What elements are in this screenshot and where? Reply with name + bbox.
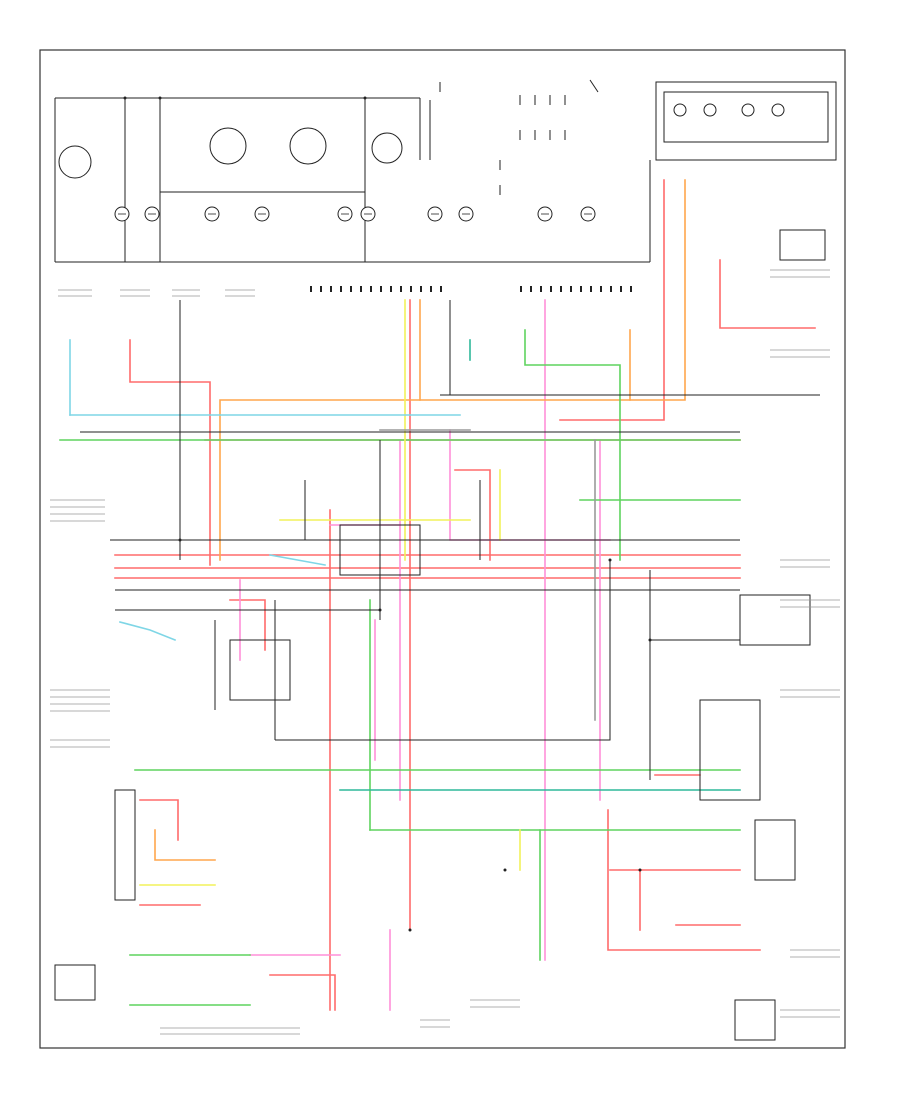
- wire-harness: [59, 179, 816, 1011]
- cluster-indicator-lamps: [114, 206, 596, 222]
- lamp-module-box: [655, 81, 837, 161]
- component-boxes: [54, 229, 826, 1041]
- fuel-gauge: [209, 127, 247, 165]
- label-strokes: [50, 269, 840, 1035]
- connector-pins: [310, 286, 632, 292]
- wire-junctions: [123, 96, 652, 932]
- speedometer-gauge: [371, 132, 403, 164]
- tachometer-gauge: [58, 145, 92, 179]
- instrument-cluster: [54, 79, 651, 263]
- temperature-gauge: [289, 127, 327, 165]
- black-wires: [80, 300, 820, 800]
- diagram-border: [39, 49, 846, 1049]
- cluster-switch-marks: [439, 79, 599, 195]
